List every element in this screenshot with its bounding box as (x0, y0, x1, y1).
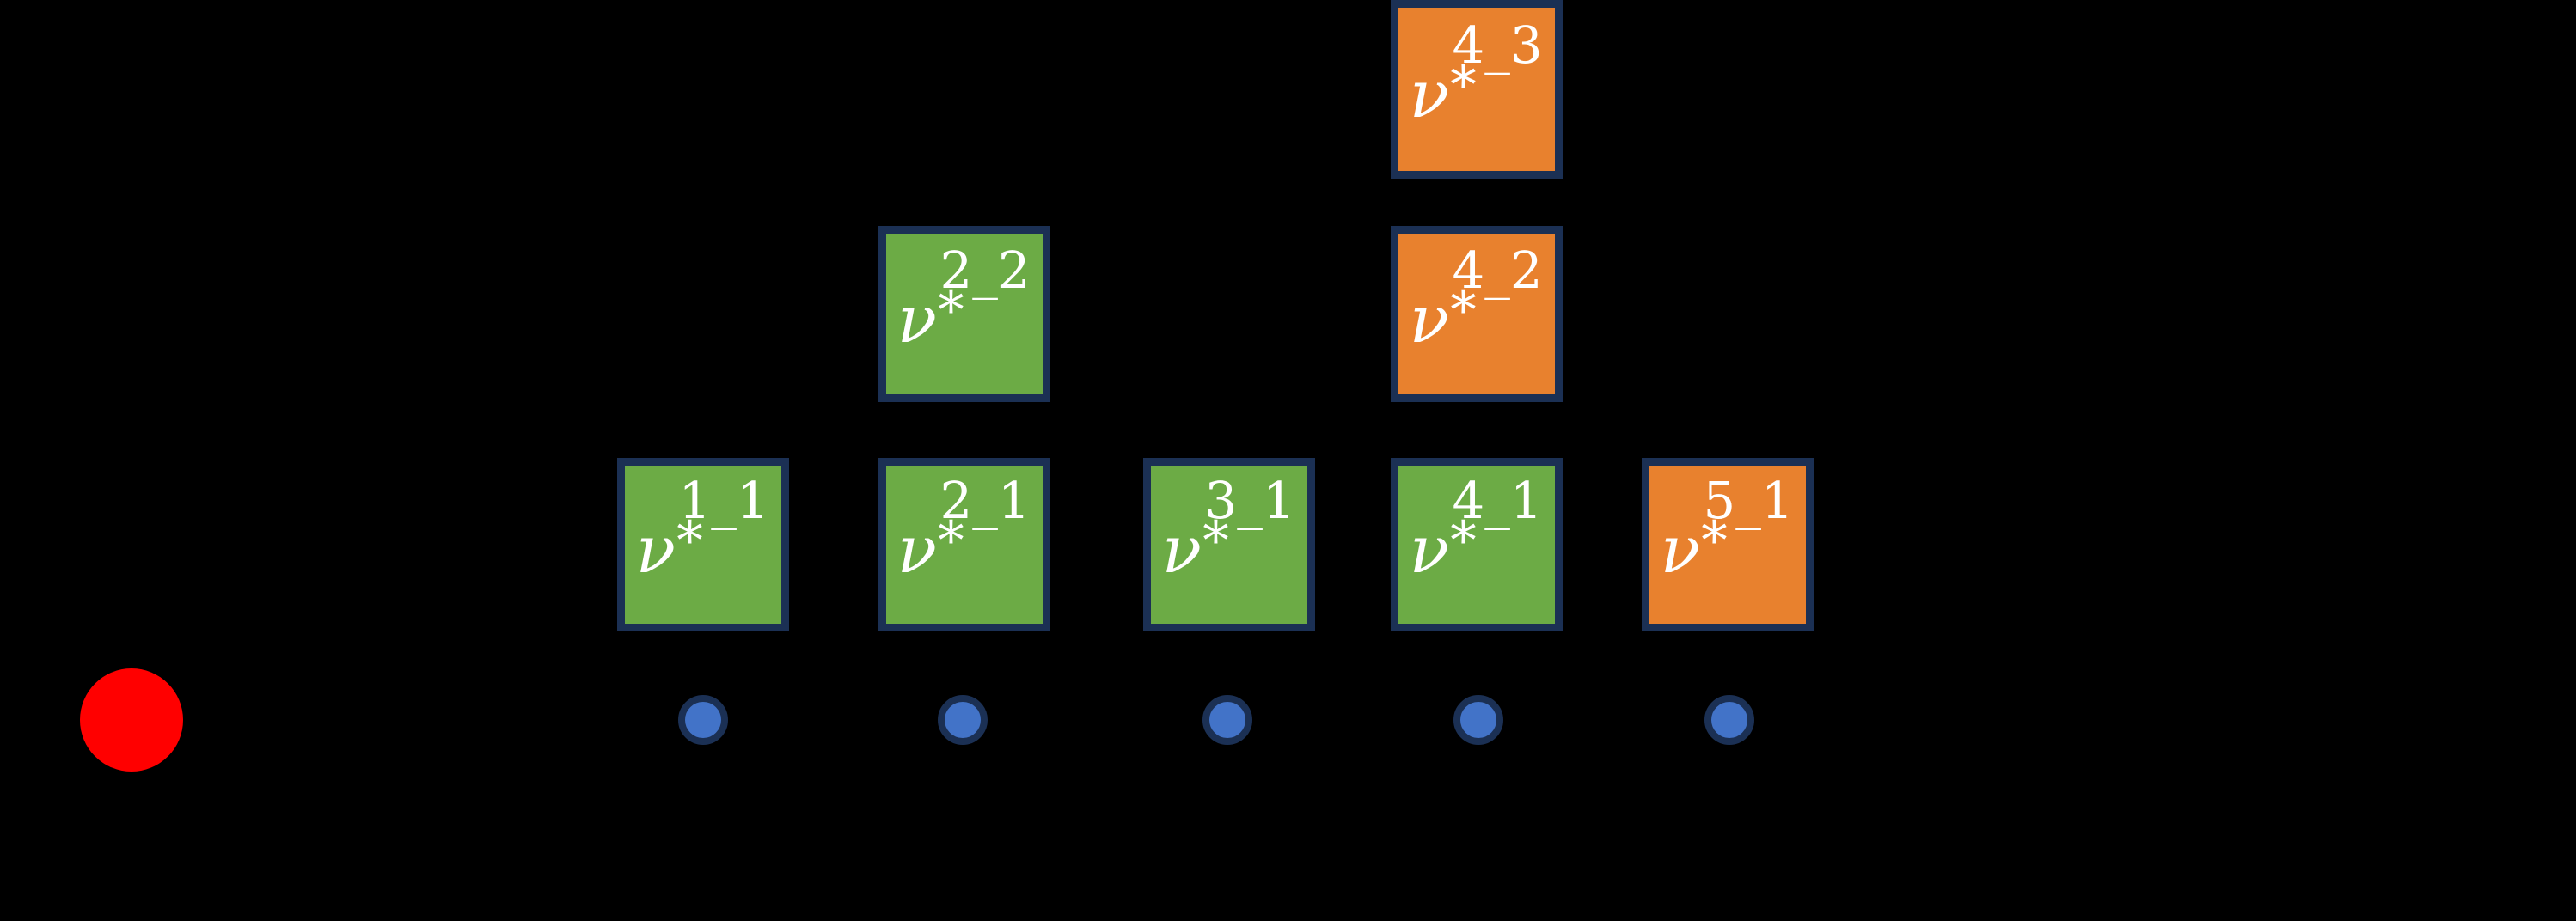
node-label-scripts: 1_1* (676, 475, 770, 572)
node-label-scripts: 4_3* (1449, 20, 1544, 117)
leaf-node-4[interactable] (1453, 695, 1503, 745)
node-label-scripts: 3_1* (1202, 475, 1296, 572)
node-label-superscript: 5_1 (1703, 471, 1794, 531)
leaf-node-1[interactable] (678, 695, 728, 745)
leaf-node-3[interactable] (1202, 695, 1252, 745)
node-label-base: ν (1409, 280, 1449, 357)
node-label-superscript: 4_3 (1452, 15, 1543, 76)
node-label-scripts: 4_2* (1449, 244, 1544, 342)
node-label-superscript: 3_1 (1204, 471, 1295, 531)
node-label-scripts: 2_2* (937, 244, 1031, 342)
node-label-base: ν (1409, 511, 1449, 588)
node-label-superscript: 2_2 (939, 240, 1031, 300)
node-label-subscript: * (938, 511, 964, 572)
node-label-base: ν (896, 511, 937, 588)
node-label-subscript: * (676, 511, 703, 572)
node-label-superscript: 4_2 (1452, 240, 1543, 300)
node-label-subscript: * (1202, 511, 1229, 572)
node-label-subscript: * (1450, 56, 1477, 117)
node-label-base: ν (1161, 511, 1202, 588)
node-label-subscript: * (1701, 511, 1728, 572)
start-node[interactable] (80, 668, 183, 772)
leaf-node-2[interactable] (938, 695, 988, 745)
node-label-subscript: * (1450, 280, 1477, 341)
node-label-subscript: * (938, 280, 964, 341)
node-label-scripts: 4_1* (1449, 475, 1544, 572)
node-label-base: ν (635, 511, 676, 588)
node-label-superscript: 1_1 (678, 471, 769, 531)
node-label-scripts: 2_1* (937, 475, 1031, 572)
leaf-node-5[interactable] (1704, 695, 1754, 745)
node-label-scripts: 5_1* (1700, 475, 1795, 572)
node-label-superscript: 2_1 (939, 471, 1031, 531)
node-label-superscript: 4_1 (1452, 471, 1543, 531)
node-label-base: ν (1660, 511, 1700, 588)
node-label-subscript: * (1450, 511, 1477, 572)
node-label-base: ν (1409, 56, 1449, 132)
node-label-base: ν (896, 280, 937, 357)
